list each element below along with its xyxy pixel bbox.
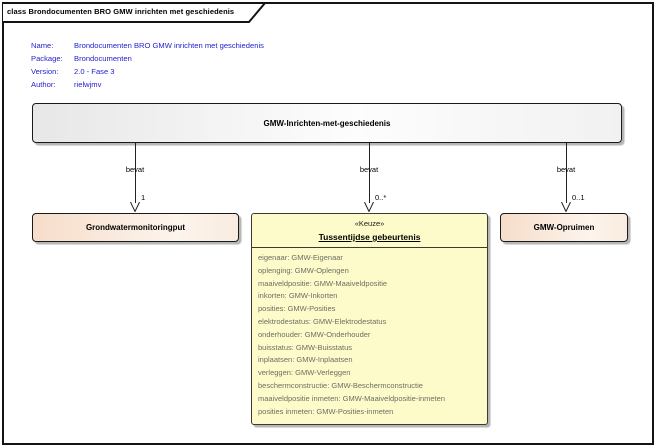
- association-multiplicity: 0..1: [572, 193, 585, 202]
- class-gmw-inrichten-met-geschiedenis[interactable]: GMW-Inrichten-met-geschiedenis: [32, 103, 622, 143]
- association-label: bevat: [359, 165, 379, 174]
- attribute-row: maaiveldpositie: GMW-Maaiveldpositie: [258, 278, 388, 288]
- association-line-tussentijdse-gebeurtenis[interactable]: [369, 143, 370, 203]
- attribute-row: verleggen: GMW-Verleggen: [258, 368, 351, 378]
- diagram-title: class Brondocumenten BRO GMW inrichten m…: [7, 7, 235, 16]
- class-name: Grondwatermonitoringput: [85, 223, 186, 232]
- class-header: «Keuze» Tussentijdse gebeurtenis: [252, 214, 487, 248]
- class-tussentijdse-gebeurtenis[interactable]: «Keuze» Tussentijdse gebeurtenis eigenaa…: [251, 213, 488, 425]
- class-name: Tussentijdse gebeurtenis: [318, 232, 421, 242]
- stereotype-label: «Keuze»: [354, 219, 385, 228]
- attribute-row: onderhouder: GMW-Onderhouder: [258, 329, 371, 339]
- meta-value-package: Brondocumenten: [74, 54, 132, 63]
- open-arrowhead-icon: [364, 202, 374, 212]
- attribute-row: inkorten: GMW-Inkorten: [258, 291, 338, 301]
- attribute-row: elektrodestatus: GMW-Elektrodestatus: [258, 316, 387, 326]
- open-arrowhead-icon: [130, 202, 140, 212]
- class-name: GMW-Inrichten-met-geschiedenis: [263, 118, 391, 128]
- attribute-row: inplaatsen: GMW-Inplaatsen: [258, 355, 353, 365]
- association-multiplicity: 1: [141, 193, 146, 202]
- association-label: bevat: [556, 165, 576, 174]
- attribute-row: oplenging: GMW-Oplengen: [258, 265, 349, 275]
- open-arrowhead-icon: [561, 202, 571, 212]
- attribute-row: maaiveldpositie inmeten: GMW-Maaiveldpos…: [258, 393, 446, 403]
- meta-label-name: Name:: [31, 41, 54, 50]
- association-line-gmw-opruimen[interactable]: [566, 143, 567, 203]
- class-gmw-opruimen[interactable]: GMW-Opruimen: [500, 213, 628, 242]
- attribute-row: beschermconstructie: GMW-Beschermconstru…: [258, 380, 423, 390]
- attribute-row: posities inmeten: GMW-Posities-inmeten: [258, 406, 394, 416]
- meta-label-package: Package:: [31, 54, 63, 63]
- attribute-row: eigenaar: GMW-Eigenaar: [258, 253, 343, 262]
- class-name: GMW-Opruimen: [533, 223, 595, 232]
- attribute-compartment: eigenaar: GMW-Eigenaar oplenging: GMW-Op…: [252, 248, 487, 418]
- meta-value-author: rielwjmv: [74, 80, 102, 89]
- tab-shape: [2, 2, 268, 23]
- attribute-row: buisstatus: GMW-Buisstatus: [258, 342, 353, 352]
- association-line-grondwatermonitoringput[interactable]: [135, 143, 136, 203]
- meta-value-name: Brondocumenten BRO GMW inrichten met ges…: [74, 41, 264, 50]
- meta-label-version: Version:: [31, 67, 59, 76]
- attribute-row: posities: GMW-Posities: [258, 304, 336, 314]
- diagram-title-tab: class Brondocumenten BRO GMW inrichten m…: [2, 2, 268, 23]
- meta-value-version: 2.0 - Fase 3: [74, 67, 115, 76]
- association-label: bevat: [125, 165, 145, 174]
- diagram-metadata: Name: Brondocumenten BRO GMW inrichten m…: [31, 41, 264, 89]
- meta-label-author: Author:: [31, 80, 56, 89]
- class-grondwatermonitoringput[interactable]: Grondwatermonitoringput: [32, 213, 239, 242]
- association-multiplicity: 0..*: [375, 193, 387, 202]
